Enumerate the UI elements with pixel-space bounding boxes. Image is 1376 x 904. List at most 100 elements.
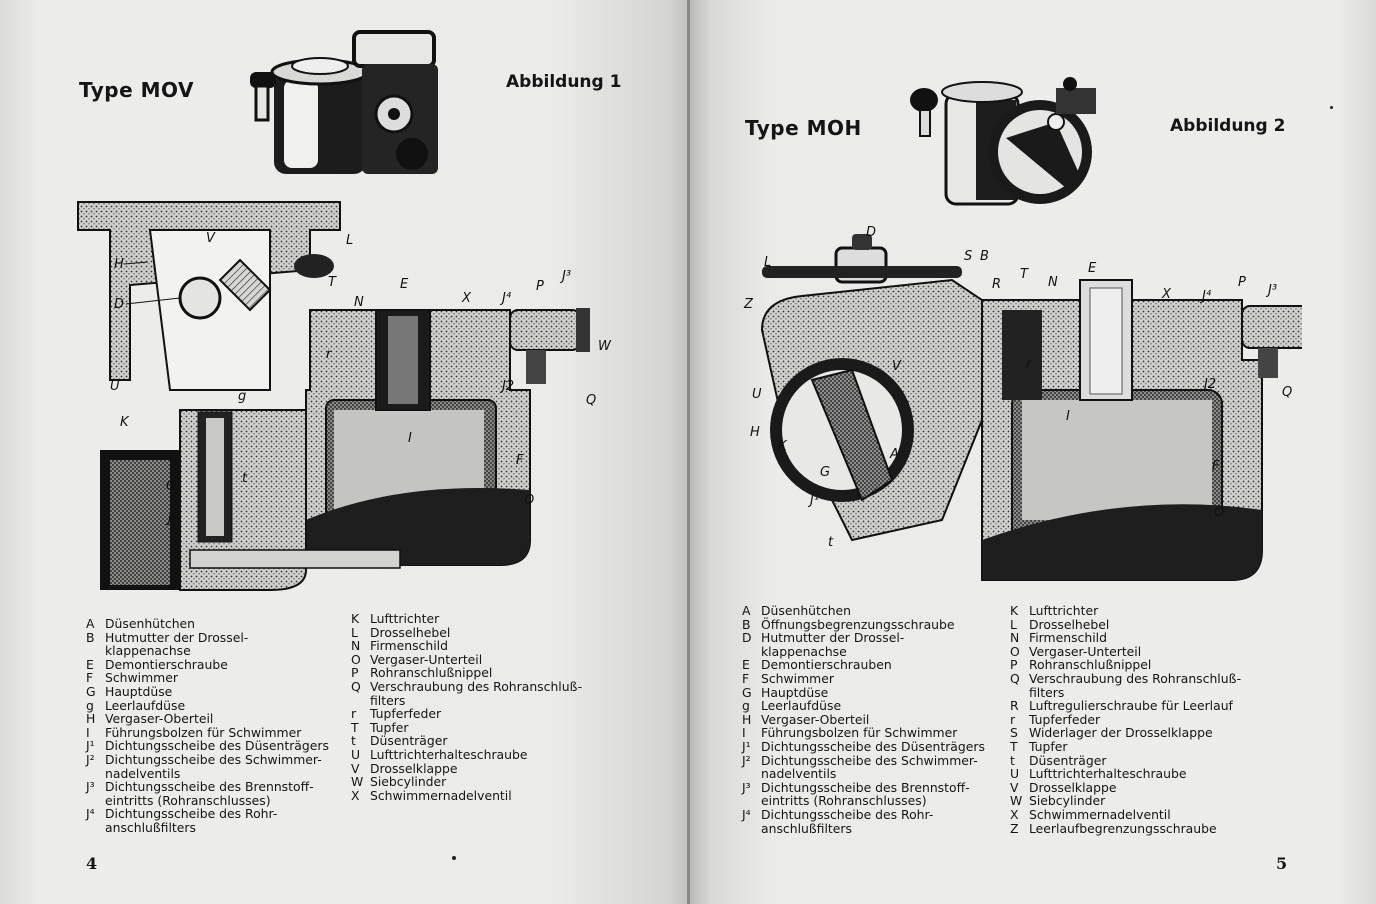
legend-text: Dichtungsscheibe des Brennstoff-: [105, 779, 314, 795]
legend-key: E: [742, 657, 750, 673]
right-figure-label: Abbildung 2: [1170, 116, 1286, 136]
legend-key: [86, 644, 105, 658]
legend-key: [742, 822, 761, 836]
legend-text: nadelventils: [105, 765, 181, 781]
legend-key: [351, 694, 370, 708]
legend-text: Dichtungsscheibe des Schwimmer-: [761, 752, 978, 768]
svg-text:X: X: [1161, 287, 1172, 302]
legend-text: Schwimmer: [105, 670, 178, 686]
legend-text: Schwimmernadelventil: [370, 787, 512, 803]
legend-key: Z: [1010, 820, 1019, 836]
legend-text: Vergaser-Oberteil: [761, 711, 870, 727]
left-cutaway-diagram: H D U K G J¹ t g V L T r N E X J⁴ P J³ W…: [77, 201, 612, 591]
svg-text:H: H: [114, 257, 124, 272]
legend-text: eintritts (Rohranschlusses): [105, 792, 271, 808]
svg-text:r: r: [326, 347, 333, 362]
legend-text: Verschraubung des Rohranschluß-: [370, 678, 583, 694]
svg-text:K: K: [120, 415, 130, 430]
legend-key: [742, 794, 761, 808]
legend-key: X: [351, 787, 360, 803]
right-page: Type MOH Abbildung 2: [690, 0, 1376, 904]
legend-key: J²: [742, 752, 751, 768]
svg-text:G: G: [820, 465, 830, 480]
svg-text:A: A: [889, 447, 899, 462]
legend-key: r: [1010, 711, 1016, 727]
svg-text:I: I: [408, 431, 412, 446]
svg-text:T: T: [328, 275, 337, 290]
legend-key: J¹: [86, 738, 95, 754]
legend-text: anschlußfilters: [761, 820, 852, 836]
legend-key: A: [86, 616, 95, 631]
legend-text: Düsenhütchen: [761, 603, 852, 618]
legend-text: Demontierschraube: [105, 656, 228, 672]
svg-text:R: R: [992, 277, 1001, 292]
legend-text: Tupferfeder: [1029, 711, 1101, 727]
legend-key: S: [1010, 725, 1018, 741]
legend-text: nadelventils: [761, 766, 837, 782]
left-page-number: 4: [86, 854, 98, 873]
svg-text:g: g: [238, 389, 246, 404]
right-cutaway-diagram: D L Z S B R T N E X J⁴ P J³ W Q J2 U H K…: [743, 225, 1302, 581]
legend-key: U: [351, 746, 361, 762]
svg-text:O: O: [524, 493, 534, 508]
ink-speck: [452, 856, 456, 860]
svg-text:V: V: [892, 359, 902, 374]
legend-key: t: [1010, 752, 1015, 768]
svg-text:N: N: [1048, 275, 1058, 290]
legend-key: [1010, 686, 1029, 700]
legend-key: P: [351, 665, 359, 681]
svg-text:U: U: [110, 379, 120, 394]
legend-text: Firmenschild: [370, 638, 448, 654]
svg-text:Q: Q: [586, 393, 596, 408]
legend-key: Q: [1010, 670, 1020, 686]
legend-text: filters: [370, 692, 406, 708]
left-figure-label: Abbildung 1: [506, 72, 622, 92]
legend-key: B: [742, 616, 751, 632]
svg-text:X: X: [461, 291, 472, 306]
svg-text:J2: J2: [499, 379, 514, 394]
legend-text: Führungsbolzen für Schwimmer: [105, 724, 302, 740]
svg-text:r: r: [1026, 357, 1033, 372]
legend-key: r: [351, 706, 357, 722]
legend-key: [742, 767, 761, 781]
legend-entry: klappenachse: [86, 644, 329, 658]
legend-key: I: [742, 725, 746, 741]
svg-text:J⁴: J⁴: [499, 291, 512, 306]
svg-text:J2: J2: [1201, 377, 1216, 392]
svg-text:t: t: [828, 535, 834, 550]
legend-text: Siebcylinder: [1029, 793, 1106, 809]
legend-key: H: [86, 711, 96, 727]
legend-text: Dichtungsscheibe des Düsenträgers: [761, 738, 985, 754]
legend-key: T: [351, 719, 359, 735]
legend-entry: anschlußfilters: [86, 821, 329, 835]
legend-key: [86, 767, 105, 781]
legend-entry: klappenachse: [742, 645, 985, 659]
